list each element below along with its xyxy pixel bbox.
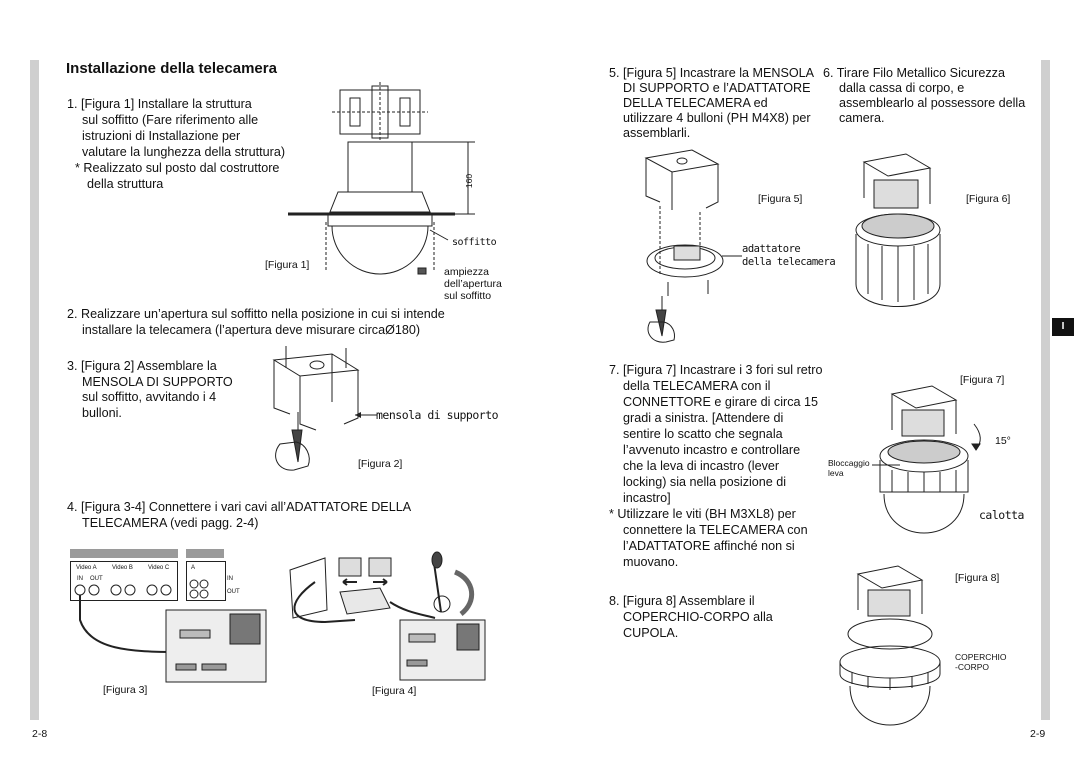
figure-3-video-panel [70,561,178,601]
page-number-left: 2-8 [32,728,48,740]
figure-8-callout: COPERCHIO [955,652,1007,662]
step-1-note: * Realizzato sul posto dal costruttore [75,161,280,175]
step-3-line: MENSOLA DI SUPPORTO [82,375,233,389]
figure-5-callout: adattatore [742,243,801,255]
figure-1-soffitto-label: soffitto [452,237,497,248]
step-1-line: sul soffitto (Fare riferimento alle [82,113,259,127]
figure-1-dimension: 160 [464,173,475,189]
figure-3-header-bar [70,549,178,558]
step-5-line: 5. [Figura 5] Incastrare la MENSOLA [609,66,815,80]
figure-4-caption: [Figura 4] [372,685,417,697]
figure-6-caption: [Figura 6] [966,193,1011,205]
step-7-line: l’avvenuto incastro e controllare [623,443,801,457]
figure-3-audio-label: IN [227,576,233,582]
step-8-line: CUPOLA. [623,626,679,640]
figure-7-lever-label: leva [828,468,844,478]
figure-1-opening-label: ampiezza [444,266,489,278]
page-number-right: 2-9 [1030,728,1046,740]
step-3-line: 3. [Figura 2] Assemblare la [67,359,217,373]
figure-1-opening-label: dell’apertura [444,278,502,290]
step-6-line: assemblearlo al possessore della [839,96,1026,110]
figure-7-angle: 15° [995,435,1011,447]
figure-2-callout: mensola di supporto [376,408,499,422]
figure-2-callout-arrow [355,412,379,418]
step-5-line: utilizzare 4 bulloni (PH M4X8) per [623,111,811,125]
figure-3-audio-label: A [191,565,196,571]
step-7-line: incastro] [623,491,671,505]
figure-7-lever-label: Bloccaggio [828,458,870,468]
step-1-line: valutare la lunghezza della struttura) [82,145,286,159]
figure-8-callout: -CORPO [955,662,989,672]
step-2-line: installare la telecamera (l’apertura dev… [82,323,421,337]
figure-3-audio-label: OUT [227,589,240,595]
step-7-line: della TELECAMERA con il [623,379,771,393]
step-1-line: 1. [Figura 1] Installare la struttura [67,97,252,111]
step-6-line: camera. [839,111,885,125]
step-7-note: muovano. [623,555,679,569]
step-5-line: DI SUPPORTO e l’ADATTATORE [623,81,811,95]
figure-8-illustration [838,562,948,737]
figure-3-io-label: IN [77,576,83,582]
step-4-line: 4. [Figura 3-4] Connettere i vari cavi a… [67,500,412,514]
step-7-note: l’ADATTATORE affinché non si [623,539,795,553]
right-page-edge [1041,60,1050,720]
section-tab: I [1052,318,1074,336]
figure-3-video-label: Video A [76,565,97,571]
figure-2-illustration [262,346,372,476]
step-7-line: locking) sia nella posizione di [623,475,787,489]
figure-5-illustration [640,146,740,346]
step-3-line: sul soffitto, avvitando i 4 [82,390,217,404]
step-2-line: 2. Realizzare un’apertura sul soffitto n… [67,307,445,321]
step-1-line: istruzioni di Installazione per [82,129,241,143]
figure-8-caption: [Figura 8] [955,572,1000,584]
step-7-line: gradi a sinistra. [Attendere di [623,411,784,425]
step-7-line: sentire lo scatto che segnala [623,427,783,441]
figure-3-header-bar [186,549,224,558]
step-5-line: assemblarli. [623,126,691,140]
figure-3-caption: [Figura 3] [103,684,148,696]
step-7-line: 7. [Figura 7] Incastrare i 3 fori sul re… [609,363,823,377]
figure-2-caption: [Figura 2] [358,458,403,470]
figure-5-callout-line [722,252,744,260]
figure-1-caption: [Figura 1] [265,259,310,271]
figure-6-illustration [848,148,948,328]
figure-5-callout: della telecamera [742,256,836,268]
page-title: Installazione della telecamera [66,60,277,77]
figure-1-illustration [280,82,520,297]
step-7-line: CONNETTORE e girare di circa 15 [623,395,819,409]
step-3-line: bulloni. [82,406,122,420]
figure-3-video-label: Video B [112,565,133,571]
figure-7-illustration [870,380,980,550]
step-6-line: dalla cassa di corpo, e [839,81,965,95]
figure-1-opening-label: sul soffitto [444,290,492,302]
figure-7-lever-pointer [872,462,902,468]
step-5-line: DELLA TELECAMERA ed [623,96,768,110]
step-7-note: * Utilizzare le viti (BH M3XL8) per [609,507,796,521]
left-page-edge [30,60,39,720]
step-7-line: che la leva di incastro (lever [623,459,780,473]
figure-3-video-label: Video C [148,565,170,571]
figure-7-caption: [Figura 7] [960,374,1005,386]
step-8-line: COPERCHIO-CORPO alla [623,610,773,624]
step-4-line: TELECAMERA (vedi pagg. 2-4) [82,516,259,530]
figure-5-caption: [Figura 5] [758,193,803,205]
step-6-line: 6. Tirare Filo Metallico Sicurezza [823,66,1005,80]
step-8-line: 8. [Figura 8] Assemblare il [609,594,755,608]
figure-4-illustration [285,552,490,684]
figure-7-calotta-label: calotta [979,508,1024,522]
figure-3-io-label: OUT [90,576,103,582]
figure-3-audio-panel [186,561,226,601]
step-7-note: connettere la TELECAMERA con [623,523,808,537]
figure-3-illustration [70,580,270,685]
step-1-note: della struttura [87,177,164,191]
